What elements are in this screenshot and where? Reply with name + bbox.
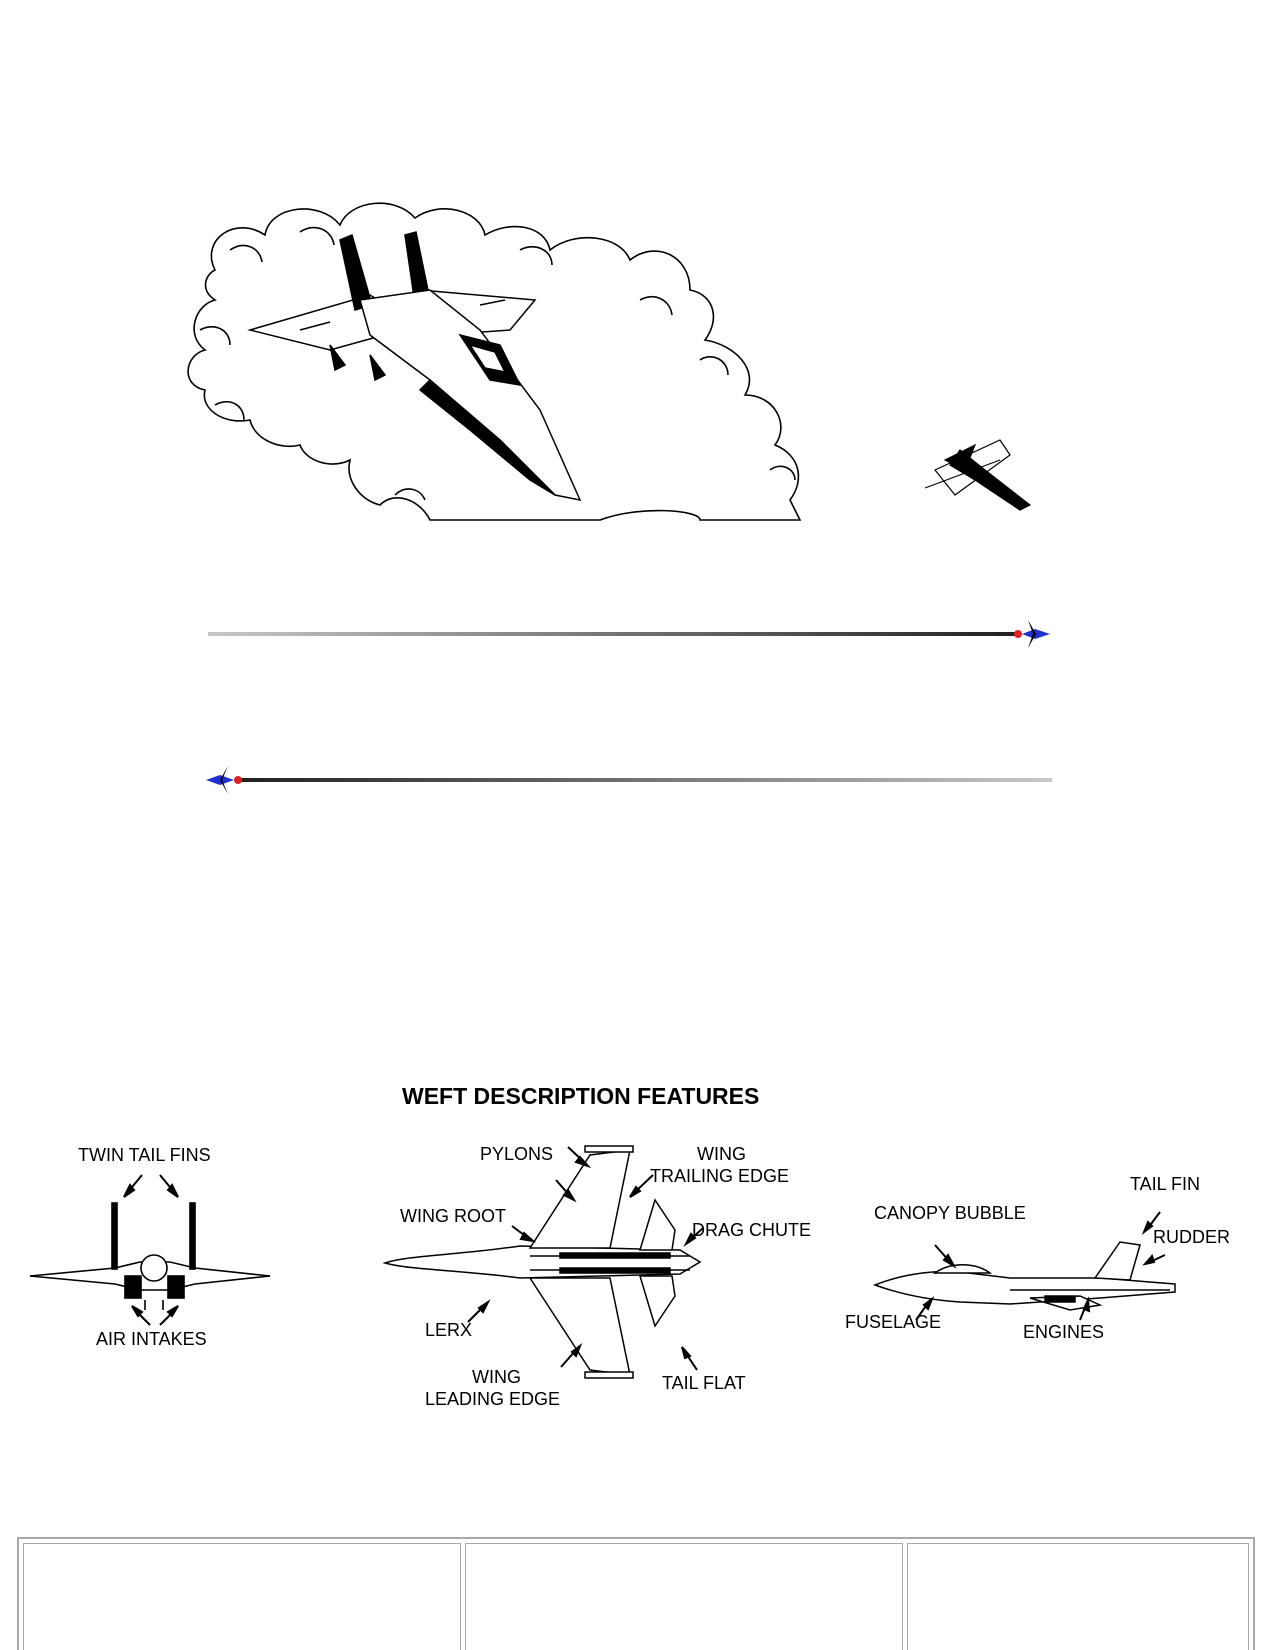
label-fuselage: FUSELAGE [845, 1312, 942, 1332]
label-drag-chute: DRAG CHUTE [692, 1220, 812, 1240]
label-wing-trailing-edge-2: TRAILING EDGE [650, 1166, 790, 1186]
jet-arrow-icon [206, 766, 1052, 794]
label-wing-root: WING ROOT [400, 1206, 506, 1226]
label-twin-tail-fins: TWIN TAIL FINS [78, 1145, 211, 1165]
table-cell [23, 1543, 461, 1650]
fighter-jet-icon [247, 231, 582, 502]
arrow-icon [467, 1146, 704, 1371]
label-wing-leading-edge-2: LEADING EDGE [425, 1389, 561, 1409]
label-wing-trailing-edge-1: WING [697, 1144, 746, 1164]
label-lerx: LERX [425, 1320, 473, 1340]
table-cell [465, 1543, 903, 1650]
small-jet-icon [924, 439, 1032, 511]
label-air-intakes: AIR INTAKES [96, 1329, 207, 1349]
label-tail-fin: TAIL FIN [1130, 1174, 1201, 1194]
jet-arrow-icon [208, 620, 1050, 648]
label-wing-leading-edge-1: WING [472, 1367, 521, 1387]
label-canopy-bubble: CANOPY BUBBLE [874, 1203, 1026, 1223]
label-engines: ENGINES [1023, 1322, 1105, 1342]
label-rudder: RUDDER [1153, 1227, 1231, 1247]
arrow-icon [915, 1211, 1166, 1321]
arrow-icon [123, 1174, 179, 1326]
label-pylons: PYLONS [480, 1144, 554, 1164]
label-tail-flat: TAIL FLAT [662, 1373, 746, 1393]
table-cell [907, 1543, 1249, 1650]
features-title: WEFT DESCRIPTION FEATURES [402, 1083, 760, 1109]
bottom-table [17, 1537, 1255, 1650]
